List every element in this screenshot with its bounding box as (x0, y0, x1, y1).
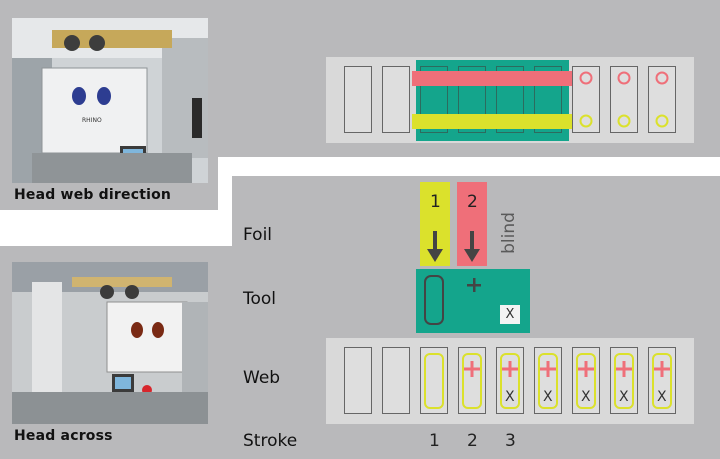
caption-head-across: Head across (14, 428, 113, 444)
top-web-cell (458, 66, 486, 133)
web-cell (344, 347, 372, 414)
yellow-imprint (462, 353, 482, 409)
top-web-cell (648, 66, 676, 133)
pink-circle-icon (579, 71, 593, 85)
row-label-stroke: Stroke (243, 431, 298, 451)
photo-head-across (12, 262, 208, 424)
yellow-imprint (500, 353, 520, 409)
x-mark: X (619, 389, 629, 405)
plus-icon (467, 278, 481, 292)
x-mark: X (543, 389, 553, 405)
foil-2-number: 2 (467, 192, 478, 212)
top-web-cell (344, 66, 372, 133)
arrow-down-icon (464, 231, 480, 262)
row-label-tool: Tool (243, 289, 277, 309)
yellow-imprint (614, 353, 634, 409)
pink-plus-marks (464, 361, 670, 377)
stroke-number-2: 2 (467, 431, 478, 451)
yellow-imprint (652, 353, 672, 409)
tool-outline-shape (424, 275, 444, 325)
pink-circle-icon (655, 71, 669, 85)
rhino-logo-text: RHINO (82, 117, 102, 124)
yellow-imprint (538, 353, 558, 409)
x-mark: X (581, 389, 591, 405)
x-mark: X (505, 389, 515, 405)
top-circle-marks (579, 71, 669, 128)
pink-plus-icon (540, 361, 556, 377)
machine-photo-across (12, 262, 208, 424)
x-mark: X (657, 389, 667, 405)
pink-plus-icon (464, 361, 480, 377)
top-web-cell (610, 66, 638, 133)
tool-x-label: X (505, 307, 515, 322)
stroke-number-3: 3 (505, 431, 516, 451)
web-cell (382, 347, 410, 414)
pink-plus-icon (578, 361, 594, 377)
top-foil-pink-band (412, 71, 572, 86)
blind-label: blind (499, 212, 519, 254)
top-foil-yellow-band (412, 114, 572, 129)
pink-circle-icon (617, 71, 631, 85)
top-web-cell (382, 66, 410, 133)
tool-x-box: X (500, 305, 520, 324)
row-label-foil: Foil (243, 225, 273, 245)
yellow-circle-icon (579, 114, 593, 128)
pink-plus-icon (616, 361, 632, 377)
top-web-cell (534, 66, 562, 133)
stroke-number-1: 1 (429, 431, 440, 451)
yellow-circle-icon (617, 114, 631, 128)
pink-plus-icon (502, 361, 518, 377)
top-web-cell (572, 66, 600, 133)
yellow-circle-icon (655, 114, 669, 128)
arrow-down-icon (427, 231, 443, 262)
yellow-imprint (576, 353, 596, 409)
pink-plus-icon (654, 361, 670, 377)
top-web-cell (420, 66, 448, 133)
photo-head-web-direction: RHINO (12, 18, 208, 183)
caption-head-web-direction: Head web direction (14, 187, 172, 203)
row-label-web: Web (243, 368, 281, 388)
top-web-cell (496, 66, 524, 133)
foil-1-number: 1 (430, 192, 441, 212)
yellow-imprint (424, 353, 444, 409)
machine-photo-web-direction: RHINO (12, 18, 208, 183)
